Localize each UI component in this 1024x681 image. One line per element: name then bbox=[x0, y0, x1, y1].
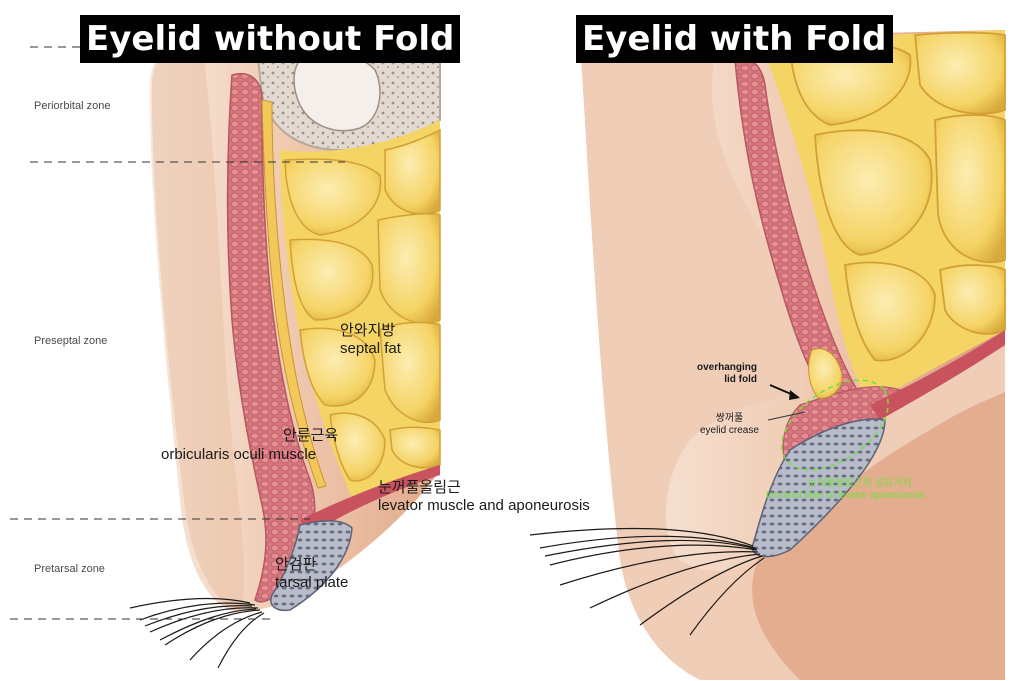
label-terminal-fiber: 눈꺼풀올림근의 섬유가지 terminal fiber of levator a… bbox=[766, 478, 925, 502]
right-orbicularis-muscle bbox=[734, 58, 862, 411]
zone-label-periorbital: Periorbital zone bbox=[34, 100, 111, 112]
label-orbicularis-en: orbicularis oculi muscle bbox=[161, 446, 317, 463]
left-fat-lobules bbox=[284, 128, 441, 482]
overhanging-fold-arrowhead bbox=[789, 390, 800, 400]
terminal-fiber-highlight bbox=[781, 379, 889, 471]
right-lower-shadow bbox=[752, 392, 1005, 680]
label-tarsal-en: tarsal plate bbox=[275, 574, 349, 591]
title-with-fold: Eyelid with Fold bbox=[576, 15, 893, 63]
right-eyelid-illustration bbox=[529, 30, 1006, 680]
label-overhanging-line1: overhanging bbox=[697, 362, 758, 373]
right-levator-muscle bbox=[870, 330, 1005, 420]
label-orbicularis-ko: 안륜근육 bbox=[283, 427, 339, 444]
zone-label-pretarsal: Pretarsal zone bbox=[34, 563, 105, 575]
label-overhanging-fold: overhanging lid fold bbox=[697, 362, 757, 386]
label-tarsal: 안검판 tarsal plate bbox=[275, 556, 348, 592]
title-without-fold: Eyelid without Fold bbox=[80, 15, 461, 63]
left-septum-strip bbox=[261, 99, 327, 489]
label-eyelid-crease: 쌍꺼풀 eyelid crease bbox=[700, 413, 759, 437]
zone-label-preseptal: Preseptal zone bbox=[34, 335, 108, 347]
label-eyelid-crease-ko: 쌍꺼풀 bbox=[715, 413, 744, 424]
left-skin-shadow bbox=[151, 30, 245, 612]
left-eyelid-illustration bbox=[129, 29, 441, 669]
right-eyelashes bbox=[529, 527, 765, 636]
left-eyelashes bbox=[129, 597, 265, 669]
label-terminal-fiber-ko: 눈꺼풀올림근의 섬유가지 bbox=[807, 478, 912, 489]
right-preaponeurotic-fat bbox=[808, 348, 843, 399]
label-septal-fat-en: septal fat bbox=[340, 340, 401, 357]
label-terminal-fiber-en: terminal fiber of levator aponeurosis bbox=[766, 490, 925, 501]
label-eyelid-crease-en: eyelid crease bbox=[700, 425, 759, 436]
label-septal-fat-ko: 안와지방 bbox=[340, 322, 396, 339]
left-levator-muscle bbox=[300, 465, 440, 535]
label-levator: 눈꺼풀올림근 levator muscle and aponeurosis bbox=[378, 479, 590, 515]
label-tarsal-ko: 안검판 bbox=[275, 556, 317, 573]
left-tarsal-plate bbox=[270, 520, 353, 612]
label-septal-fat: 안와지방 septal fat bbox=[340, 322, 401, 358]
label-levator-en: levator muscle and aponeurosis bbox=[378, 497, 590, 514]
eyelid-crease-pointer bbox=[767, 411, 806, 421]
label-overhanging-line2: lid fold bbox=[724, 374, 758, 385]
label-levator-ko: 눈꺼풀올림근 bbox=[378, 479, 461, 496]
right-fat-lobules bbox=[789, 31, 1006, 362]
right-tarsal-plate bbox=[751, 418, 886, 558]
